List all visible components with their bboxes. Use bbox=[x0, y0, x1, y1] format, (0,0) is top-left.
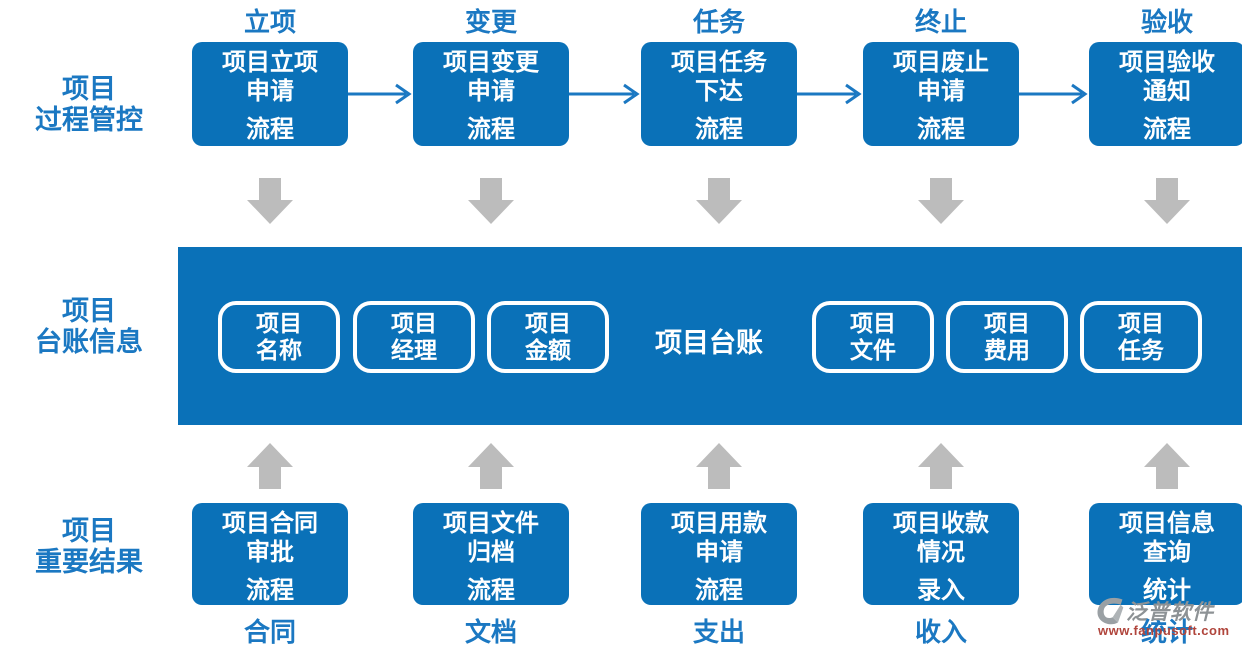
stage-label-acceptance: 验收 bbox=[1140, 7, 1193, 37]
box-text-line: 流程 bbox=[467, 577, 515, 604]
box-text-line: 流程 bbox=[695, 116, 743, 143]
process-box-receipt-entry: 项目收款 情况 录入 bbox=[863, 503, 1019, 605]
box-text-line: 情况 bbox=[917, 539, 965, 566]
flow-arrow-icon bbox=[797, 83, 862, 105]
stage-label-document: 文档 bbox=[464, 617, 517, 647]
row-label-line: 项目 bbox=[62, 516, 116, 546]
watermark-brand-text: 泛普软件 bbox=[1126, 601, 1214, 624]
box-text-line: 项目验收 bbox=[1119, 49, 1215, 76]
ledger-pill-project-name: 项目 名称 bbox=[218, 301, 340, 373]
process-box-contract-approval: 项目合同 审批 流程 bbox=[192, 503, 348, 605]
ledger-pill-project-files: 项目 文件 bbox=[812, 301, 934, 373]
process-box-acceptance-flow: 项目验收 通知 流程 bbox=[1089, 42, 1242, 146]
box-text-line: 项目信息 bbox=[1119, 510, 1215, 537]
flow-arrow-icon bbox=[1019, 83, 1088, 105]
box-text-line: 查询 bbox=[1143, 539, 1191, 566]
process-box-initiation-flow: 项目立项 申请 流程 bbox=[192, 42, 348, 146]
process-box-file-archive: 项目文件 归档 流程 bbox=[413, 503, 569, 605]
stage-label-statistics: 统计 bbox=[1140, 617, 1193, 647]
box-text-line: 录入 bbox=[917, 577, 965, 604]
pill-text-line: 项目 bbox=[984, 310, 1030, 336]
stage-label-termination: 终止 bbox=[914, 7, 967, 37]
box-text-line: 项目废止 bbox=[893, 49, 989, 76]
box-text-line: 归档 bbox=[467, 539, 515, 566]
watermark-brand-row: 泛普软件 bbox=[1094, 595, 1242, 627]
pill-text-line: 经理 bbox=[391, 337, 437, 363]
ledger-pill-project-cost: 项目 费用 bbox=[946, 301, 1068, 373]
stage-label-income: 收入 bbox=[914, 617, 967, 647]
process-box-payment-request: 项目用款 申请 流程 bbox=[641, 503, 797, 605]
box-text-line: 流程 bbox=[467, 116, 515, 143]
stage-label-contract: 合同 bbox=[243, 617, 296, 647]
box-text-line: 申请 bbox=[695, 539, 743, 566]
up-arrow-icon bbox=[696, 443, 742, 489]
up-arrow-icon bbox=[247, 443, 293, 489]
box-text-line: 下达 bbox=[695, 78, 743, 105]
box-text-line: 项目任务 bbox=[671, 49, 767, 76]
row-label-line: 项目 bbox=[62, 74, 116, 104]
process-box-change-flow: 项目变更 申请 流程 bbox=[413, 42, 569, 146]
pill-text-line: 文件 bbox=[850, 337, 896, 363]
row-label-line: 项目 bbox=[62, 296, 116, 326]
flow-arrow-icon bbox=[348, 83, 412, 105]
stage-label-task: 任务 bbox=[692, 7, 745, 37]
box-text-line: 审批 bbox=[246, 539, 294, 566]
row-label-ledger-info: 项目 台账信息 bbox=[0, 296, 178, 358]
ledger-pill-project-manager: 项目 经理 bbox=[353, 301, 475, 373]
box-text-line: 流程 bbox=[246, 116, 294, 143]
box-text-line: 申请 bbox=[467, 78, 515, 105]
process-box-info-query-stats: 项目信息 查询 统计 bbox=[1089, 503, 1242, 605]
pill-text-line: 名称 bbox=[256, 337, 302, 363]
box-text-line: 流程 bbox=[246, 577, 294, 604]
ledger-pill-project-task: 项目 任务 bbox=[1080, 301, 1202, 373]
box-text-line: 流程 bbox=[695, 577, 743, 604]
box-text-line: 通知 bbox=[1143, 78, 1191, 105]
row-label-process-control: 项目 过程管控 bbox=[0, 74, 178, 136]
pill-text-line: 项目 bbox=[391, 310, 437, 336]
pill-text-line: 金额 bbox=[525, 337, 571, 363]
box-text-line: 统计 bbox=[1143, 577, 1191, 604]
down-arrow-icon bbox=[247, 178, 293, 224]
box-text-line: 项目立项 bbox=[222, 49, 318, 76]
box-text-line: 项目用款 bbox=[671, 510, 767, 537]
box-text-line: 流程 bbox=[917, 116, 965, 143]
fanpu-logo-icon bbox=[1097, 597, 1124, 625]
up-arrow-icon bbox=[468, 443, 514, 489]
down-arrow-icon bbox=[696, 178, 742, 224]
pill-text-line: 项目 bbox=[850, 310, 896, 336]
row-label-key-results: 项目 重要结果 bbox=[0, 516, 178, 578]
flow-arrow-icon bbox=[569, 83, 640, 105]
box-text-line: 申请 bbox=[246, 78, 294, 105]
pill-text-line: 项目 bbox=[1118, 310, 1164, 336]
process-box-abolish-flow: 项目废止 申请 流程 bbox=[863, 42, 1019, 146]
up-arrow-icon bbox=[1144, 443, 1190, 489]
down-arrow-icon bbox=[918, 178, 964, 224]
box-text-line: 项目合同 bbox=[222, 510, 318, 537]
process-box-task-flow: 项目任务 下达 流程 bbox=[641, 42, 797, 146]
down-arrow-icon bbox=[1144, 178, 1190, 224]
stage-label-expense: 支出 bbox=[692, 617, 745, 647]
watermark-url-text: www.fanpusoft.com bbox=[1098, 623, 1230, 638]
ledger-title: 项目台账 bbox=[655, 328, 763, 358]
pill-text-line: 费用 bbox=[984, 337, 1030, 363]
box-text-line: 项目文件 bbox=[443, 510, 539, 537]
box-text-line: 申请 bbox=[917, 78, 965, 105]
stage-label-change: 变更 bbox=[464, 7, 517, 37]
stage-label-initiation: 立项 bbox=[243, 7, 296, 37]
box-text-line: 项目收款 bbox=[893, 510, 989, 537]
box-text-line: 项目变更 bbox=[443, 49, 539, 76]
watermark: 泛普软件 www.fanpusoft.com bbox=[1094, 595, 1242, 645]
pill-text-line: 任务 bbox=[1118, 337, 1164, 363]
down-arrow-icon bbox=[468, 178, 514, 224]
up-arrow-icon bbox=[918, 443, 964, 489]
row-label-line: 台账信息 bbox=[35, 327, 143, 357]
pill-text-line: 项目 bbox=[256, 310, 302, 336]
ledger-pill-project-amount: 项目 金额 bbox=[487, 301, 609, 373]
row-label-line: 重要结果 bbox=[35, 547, 143, 577]
box-text-line: 流程 bbox=[1143, 116, 1191, 143]
pill-text-line: 项目 bbox=[525, 310, 571, 336]
row-label-line: 过程管控 bbox=[35, 105, 143, 135]
